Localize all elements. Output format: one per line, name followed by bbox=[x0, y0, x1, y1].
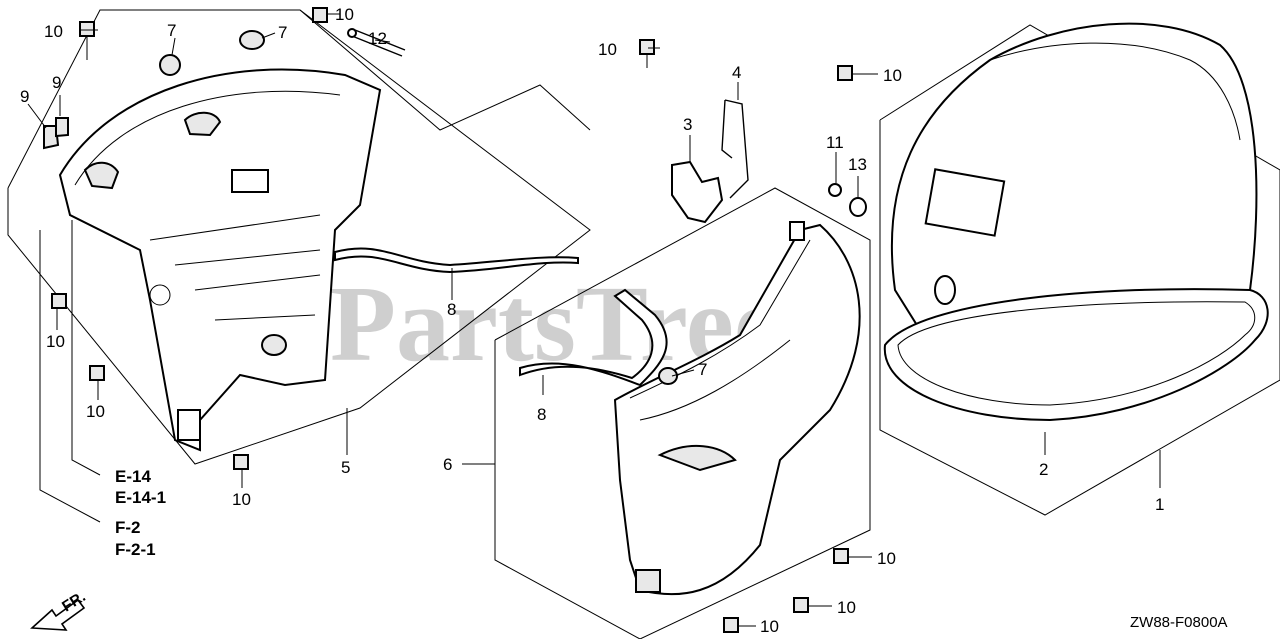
callout-7a: 7 bbox=[167, 21, 176, 40]
part-11-washer bbox=[828, 183, 842, 197]
part-3-hinge bbox=[671, 160, 724, 224]
bolt bbox=[79, 21, 95, 60]
part-7-clips bbox=[159, 30, 678, 385]
part-4-wire bbox=[721, 99, 749, 199]
part-12-pin bbox=[347, 28, 406, 57]
callout-10c: 10 bbox=[598, 40, 617, 59]
callout-8b: 8 bbox=[537, 405, 546, 424]
callout-13: 13 bbox=[848, 155, 867, 174]
front-direction: FR. bbox=[30, 588, 89, 631]
part-10-bolts bbox=[51, 7, 853, 633]
part-13-grommet bbox=[849, 197, 867, 217]
callout-10j: 10 bbox=[760, 617, 779, 636]
callout-7b: 7 bbox=[278, 23, 287, 42]
callout-12: 12 bbox=[368, 29, 387, 48]
callout-11: 11 bbox=[826, 133, 844, 152]
bolt bbox=[793, 597, 809, 613]
callout-7c: 7 bbox=[698, 360, 707, 379]
callout-10f: 10 bbox=[86, 402, 105, 421]
callout-10h: 10 bbox=[877, 549, 896, 568]
callout-10i: 10 bbox=[837, 598, 856, 617]
callout-10a: 10 bbox=[44, 22, 63, 41]
bolt bbox=[837, 65, 853, 81]
callout-10e: 10 bbox=[46, 332, 65, 351]
callout-1: 1 bbox=[1155, 495, 1164, 514]
callout-9a: 9 bbox=[20, 87, 29, 106]
bolt bbox=[89, 365, 105, 381]
bolt bbox=[833, 548, 849, 564]
leader-lines bbox=[27, 13, 1161, 627]
front-arrow-icon bbox=[30, 598, 86, 631]
reference-e-14-1: E-14-1 bbox=[115, 488, 166, 507]
bolt bbox=[312, 7, 328, 23]
callout-3: 3 bbox=[683, 115, 692, 134]
part-9-fasteners bbox=[43, 117, 69, 150]
callout-2: 2 bbox=[1039, 460, 1048, 479]
part-1-group bbox=[879, 22, 1280, 516]
reference-e-14: E-14 bbox=[115, 467, 151, 486]
part-6-group bbox=[494, 187, 871, 639]
callout-10b: 10 bbox=[335, 5, 354, 24]
callout-9b: 9 bbox=[52, 73, 61, 92]
part-5-group bbox=[7, 9, 591, 465]
drawing-code: ZW88-F0800A bbox=[1130, 614, 1228, 631]
reference-f-2: F-2 bbox=[115, 518, 141, 537]
bolt bbox=[639, 39, 655, 68]
callout-4: 4 bbox=[732, 63, 741, 82]
callout-6: 6 bbox=[443, 455, 452, 474]
part-8-seal bbox=[334, 247, 668, 387]
reference-f-2-1: F-2-1 bbox=[115, 540, 156, 559]
bolt bbox=[51, 293, 67, 309]
bolt bbox=[233, 454, 249, 470]
callout-5: 5 bbox=[341, 458, 350, 477]
callouts: 1 2 3 4 5 6 7 7 7 8 8 9 9 10 10 10 10 10… bbox=[20, 5, 1164, 636]
callout-8a: 8 bbox=[447, 300, 456, 319]
callout-10d: 10 bbox=[883, 66, 902, 85]
reference-labels: E-14 E-14-1 F-2 F-2-1 bbox=[115, 467, 166, 559]
bolt bbox=[723, 617, 739, 633]
callout-10g: 10 bbox=[232, 490, 251, 509]
